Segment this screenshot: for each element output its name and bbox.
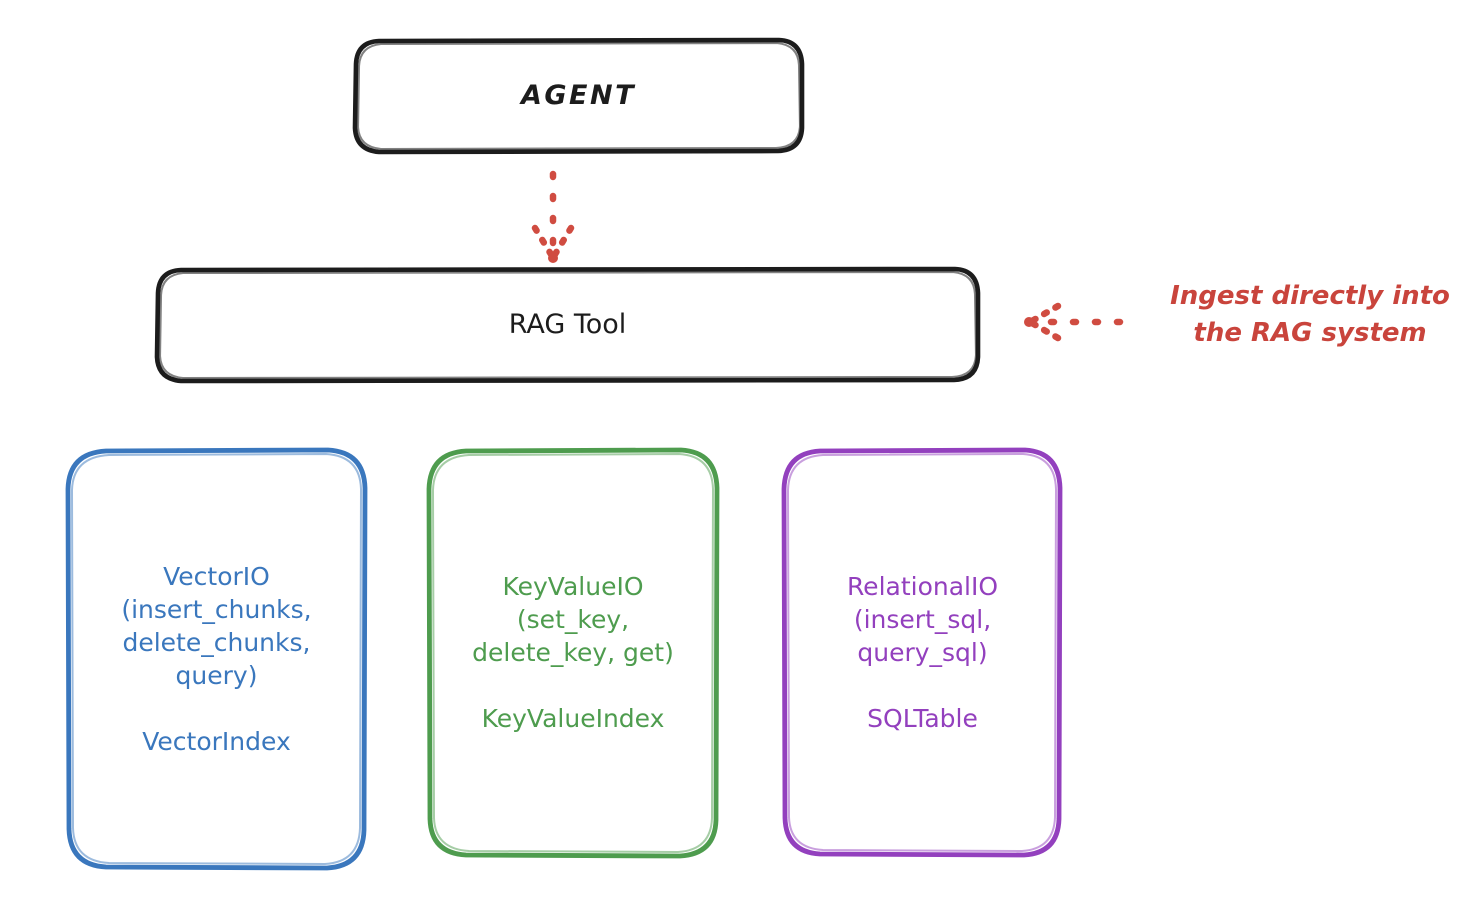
vectorio-node-shape[interactable] (65, 447, 368, 871)
agent-node-shape[interactable] (352, 37, 805, 155)
keyvalueio-node-shape[interactable] (426, 447, 720, 859)
ingest-annotation-connector (1024, 302, 1124, 342)
relationalio-node-shape[interactable] (781, 447, 1063, 858)
ingest-annotation-label: Ingest directly into the RAG system (1170, 281, 1450, 348)
agent-to-rag-connector (531, 170, 575, 263)
rag-tool-node-shape[interactable] (154, 266, 981, 384)
